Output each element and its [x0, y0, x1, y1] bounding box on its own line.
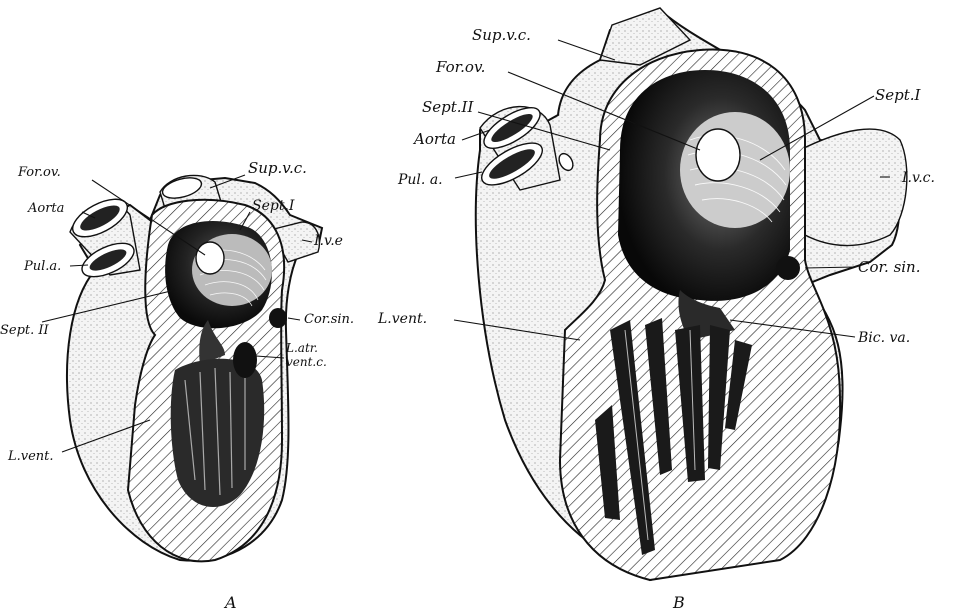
panel-b-label-ivc: I.v.c. [901, 170, 935, 186]
panel-b-coronary-sinus [776, 256, 800, 280]
panel-a-label-ive: I.v.e [313, 233, 343, 249]
panel-a-label-sup-vc: Sup.v.c. [248, 159, 307, 177]
panel-b: Sup.v.c. For.ov. Sept.I Sept.II Aorta I.… [377, 8, 935, 612]
panel-b-label-sept-ii: Sept.II [422, 98, 474, 116]
panel-a-label-l-atr: L.atr. [285, 341, 318, 355]
panel-b-label-l-vent: L.vent. [377, 311, 427, 327]
panel-b-inf-vena-cava [800, 129, 907, 245]
panel-a-caption: A [223, 593, 237, 612]
panel-b-label-sept-i: Sept.I [875, 86, 922, 104]
panel-b-foramen-ovale [696, 129, 740, 181]
panel-a-label-l-vent: L.vent. [7, 449, 54, 464]
panel-b-label-for-ov: For.ov. [435, 58, 485, 76]
panel-a-label-cor-sin: Cor.sin. [304, 312, 354, 327]
panel-b-label-pul-a: Pul. a. [397, 172, 443, 188]
panel-a-foramen-ovale [196, 242, 224, 274]
panel-a-label-vent-c: vent.c. [286, 355, 327, 369]
panel-a-l-atr-vent-canal [233, 342, 257, 378]
panel-a-label-sept-ii: Sept. II [0, 323, 50, 338]
panel-b-label-sup-vc: Sup.v.c. [472, 26, 531, 44]
panel-b-caption: B [672, 593, 685, 612]
panel-a-label-aorta: Aorta [27, 201, 64, 216]
panel-a-label-for-ov: For.ov. [17, 165, 61, 180]
panel-a: For.ov. Sup.v.c. Aorta Sept.I I.v.e Pul.… [0, 159, 354, 612]
panel-a-label-sept-i: Sept.I [252, 198, 295, 214]
panel-b-label-aorta: Aorta [412, 130, 456, 148]
panel-b-label-cor-sin: Cor. sin. [858, 258, 921, 276]
panel-a-label-pul-a: Pul.a. [23, 259, 61, 274]
panel-a-coronary-sinus [269, 308, 287, 328]
panel-b-label-bic-va: Bic. va. [857, 330, 910, 346]
